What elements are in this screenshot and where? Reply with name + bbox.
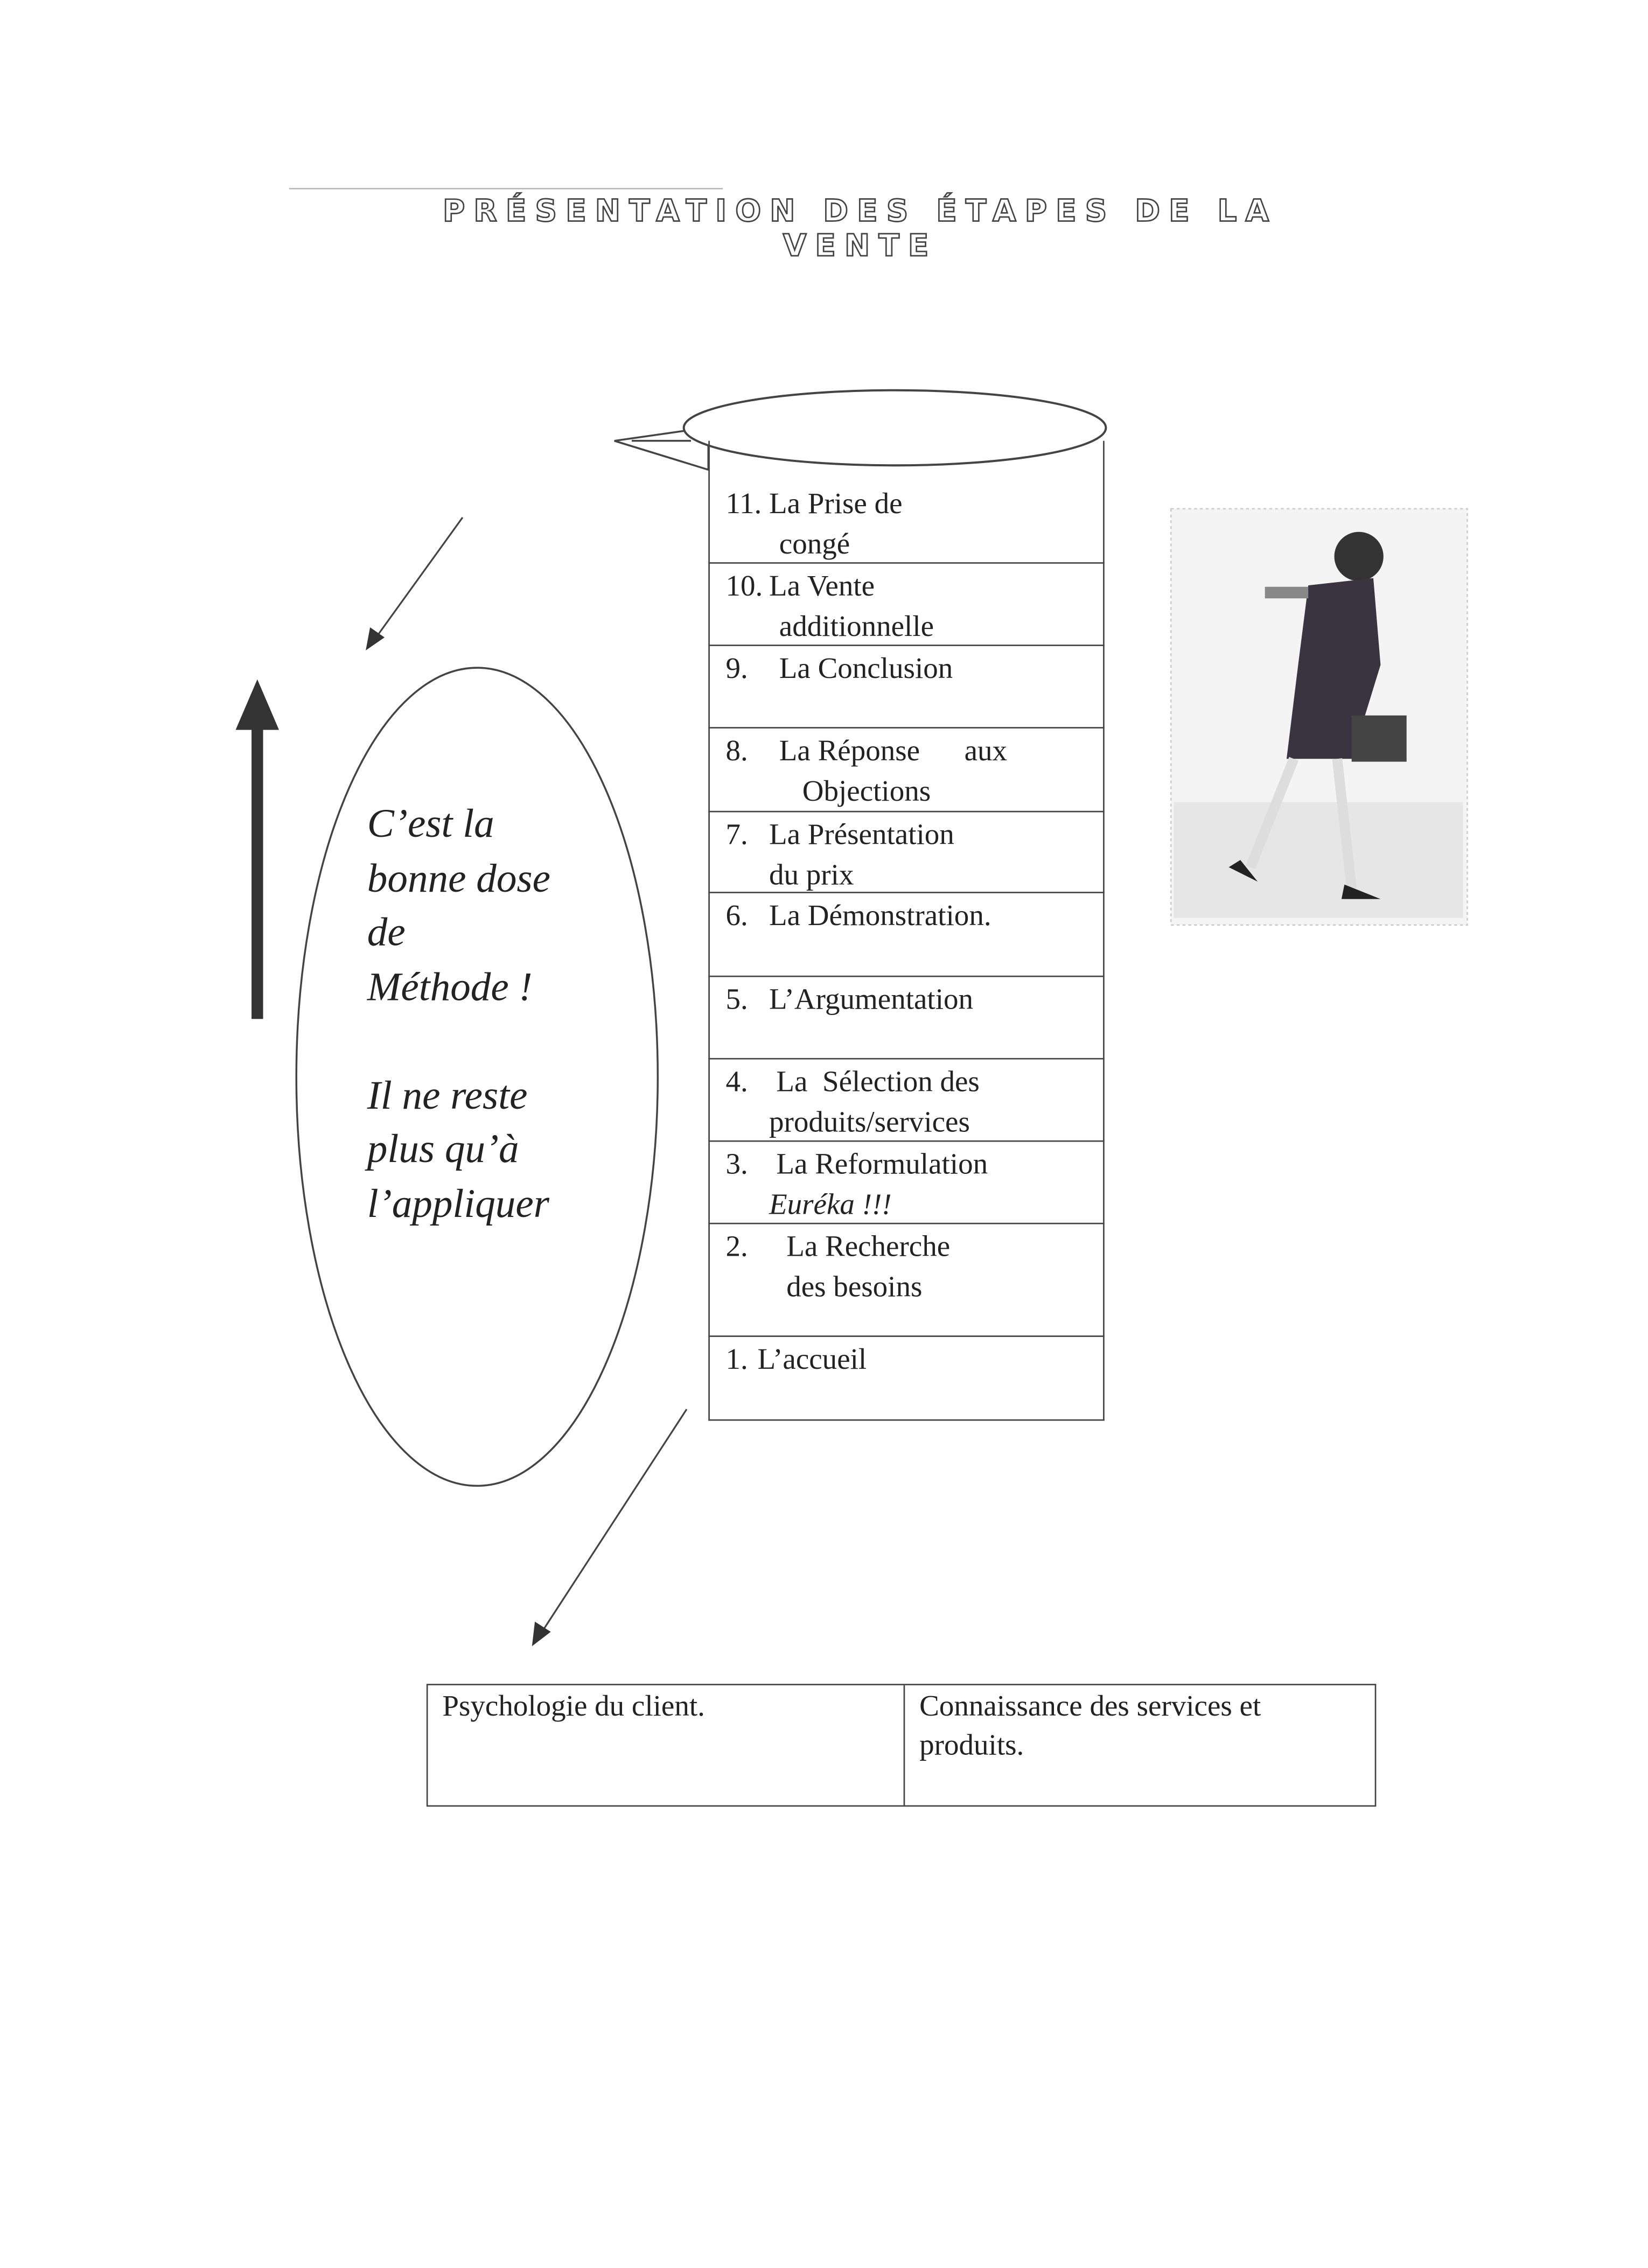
- arrow-bottom-icon: [532, 1409, 688, 1647]
- step-number: 2.: [725, 1231, 748, 1263]
- bubble-line: Il ne reste: [367, 1073, 528, 1118]
- step-1: 1. L’accueil: [708, 1337, 1104, 1421]
- bubble-text: C’est la bonne dose de Méthode ! Il ne r…: [367, 798, 550, 1231]
- step-4: 4. La Sélection des produits/services: [708, 1060, 1105, 1142]
- step-label-cont: produits/services: [769, 1107, 970, 1139]
- walking-woman-image: [1170, 508, 1468, 926]
- step-label: La Vente: [769, 571, 875, 603]
- page-title: PRÉSENTATION DES ÉTAPES DE LA VENTE: [442, 193, 1278, 264]
- step-2: 2. La Recherche des besoins: [708, 1224, 1105, 1337]
- speech-ellipse: [295, 667, 659, 1487]
- knowledge-cell: Connaissance des services et produits.: [919, 1691, 1261, 1762]
- step-label: La Démonstration.: [769, 900, 991, 933]
- step-label: La Sélection des: [776, 1066, 980, 1098]
- step-11: 11.La Prise de congé: [708, 481, 1105, 564]
- step-number: 6.: [725, 900, 748, 933]
- step-label: La Présentation: [769, 819, 954, 851]
- cylinder-top: [682, 389, 1107, 467]
- bubble-line: C’est la: [367, 802, 494, 847]
- step-5: 5. L’Argumentation: [708, 977, 1105, 1060]
- bubble-line: bonne dose: [367, 856, 551, 901]
- step-7: 7. La Présentation du prix: [708, 813, 1105, 893]
- step-label: La Prise de: [769, 488, 903, 521]
- step-label-cont: additionnelle: [779, 611, 934, 643]
- step-label: La Recherche: [786, 1231, 951, 1263]
- step-9: 9. La Conclusion: [708, 646, 1105, 729]
- step-label: La Réponse aux: [779, 736, 1008, 768]
- bubble-line: Méthode !: [367, 964, 533, 1010]
- step-number: 10.: [725, 571, 763, 603]
- step-number: 3.: [725, 1149, 748, 1181]
- step-number: 9.: [725, 653, 748, 685]
- step-number: 1.: [725, 1344, 748, 1376]
- step-6: 6. La Démonstration.: [708, 893, 1105, 977]
- step-number: 5.: [725, 984, 748, 1016]
- step-number: 8.: [725, 736, 748, 768]
- bottom-table: Psychologie du client. Connaissance des …: [426, 1684, 1377, 1807]
- step-label-cont: du prix: [769, 860, 854, 892]
- step-label: L’Argumentation: [769, 984, 974, 1016]
- step-10: 10.La Vente additionnelle: [708, 564, 1105, 646]
- step-label-cont: congé: [779, 529, 850, 561]
- step-label: L’accueil: [757, 1344, 867, 1376]
- bubble-line: [367, 1014, 550, 1069]
- bubble-line: l’appliquer: [367, 1181, 549, 1227]
- bubble-line: de: [367, 911, 406, 956]
- step-label-cont: Euréka !!!: [769, 1189, 892, 1222]
- arrow-top-left-icon: [366, 517, 464, 650]
- step-number: 4.: [725, 1066, 748, 1098]
- up-arrow-icon: [235, 679, 280, 1019]
- step-label-cont: Objections: [802, 776, 931, 808]
- step-label: La Conclusion: [779, 653, 953, 685]
- step-number: 11.: [725, 488, 762, 521]
- faint-rule: [289, 187, 723, 190]
- step-number: 7.: [725, 819, 748, 851]
- steps-table: [708, 440, 1105, 1421]
- bubble-line: plus qu’à: [367, 1127, 519, 1172]
- psychology-cell: Psychologie du client.: [428, 1685, 905, 1805]
- step-label: La Reformulation: [776, 1149, 988, 1181]
- step-label-cont: des besoins: [786, 1272, 923, 1304]
